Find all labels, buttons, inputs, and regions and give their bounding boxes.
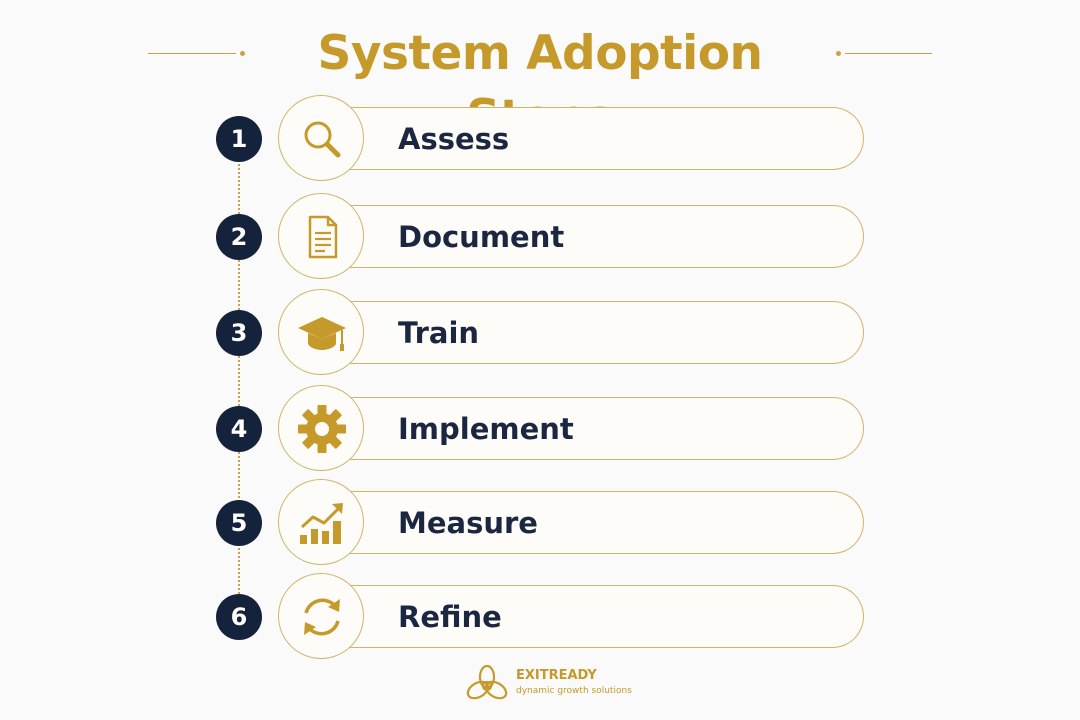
step-label: Train	[398, 316, 480, 350]
step-number-badge: 3	[216, 310, 262, 356]
step-number-badge: 4	[216, 406, 262, 452]
title-dot-left	[240, 51, 245, 56]
step-label: Refine	[398, 600, 502, 634]
title-rule-left	[148, 53, 236, 54]
step-label: Assess	[398, 122, 510, 156]
step-icon-circle	[278, 479, 366, 565]
step-label: Measure	[398, 506, 538, 540]
step-icon-circle	[278, 385, 366, 471]
step-pill	[320, 491, 864, 554]
step-number-badge: 5	[216, 500, 262, 546]
step-2: 2 Document	[0, 193, 1080, 279]
step-pill	[320, 205, 864, 268]
step-pill	[320, 301, 864, 364]
footer-logo: EXITREADY dynamic growth solutions	[466, 662, 632, 706]
step-icon-circle	[278, 193, 366, 279]
step-pill	[320, 397, 864, 460]
step-6: 6 Refine	[0, 573, 1080, 659]
graduation-cap-icon	[298, 317, 346, 351]
step-icon-circle	[278, 95, 366, 181]
step-pill	[320, 585, 864, 648]
step-icon-circle	[278, 289, 366, 375]
step-3: 3 Train	[0, 289, 1080, 375]
step-label: Document	[398, 220, 565, 254]
title-rule-right	[845, 53, 932, 54]
magnifying-glass-icon	[304, 121, 341, 158]
footer-brand: EXITREADY	[516, 668, 597, 683]
step-1: 1 Assess	[0, 95, 1080, 181]
bar-chart-growth-icon	[300, 503, 343, 544]
step-icon-circle	[278, 573, 366, 659]
title-row: System Adoption Steps	[0, 22, 1080, 145]
step-number-badge: 1	[216, 116, 262, 162]
step-number-badge: 6	[216, 594, 262, 640]
document-icon	[308, 215, 338, 259]
footer-tagline: dynamic growth solutions	[516, 686, 632, 696]
step-4: 4 Implement	[0, 385, 1080, 471]
steps-connector-line	[238, 160, 240, 610]
step-label: Implement	[398, 412, 574, 446]
step-number-badge: 2	[216, 214, 262, 260]
refresh-cycle-icon	[304, 598, 340, 636]
step-5: 5 Measure	[0, 479, 1080, 565]
knot-logo-icon	[466, 664, 508, 700]
gear-icon	[298, 405, 346, 453]
step-pill	[320, 107, 864, 170]
page-title: System Adoption Steps	[317, 26, 763, 145]
title-dot-right	[836, 51, 841, 56]
